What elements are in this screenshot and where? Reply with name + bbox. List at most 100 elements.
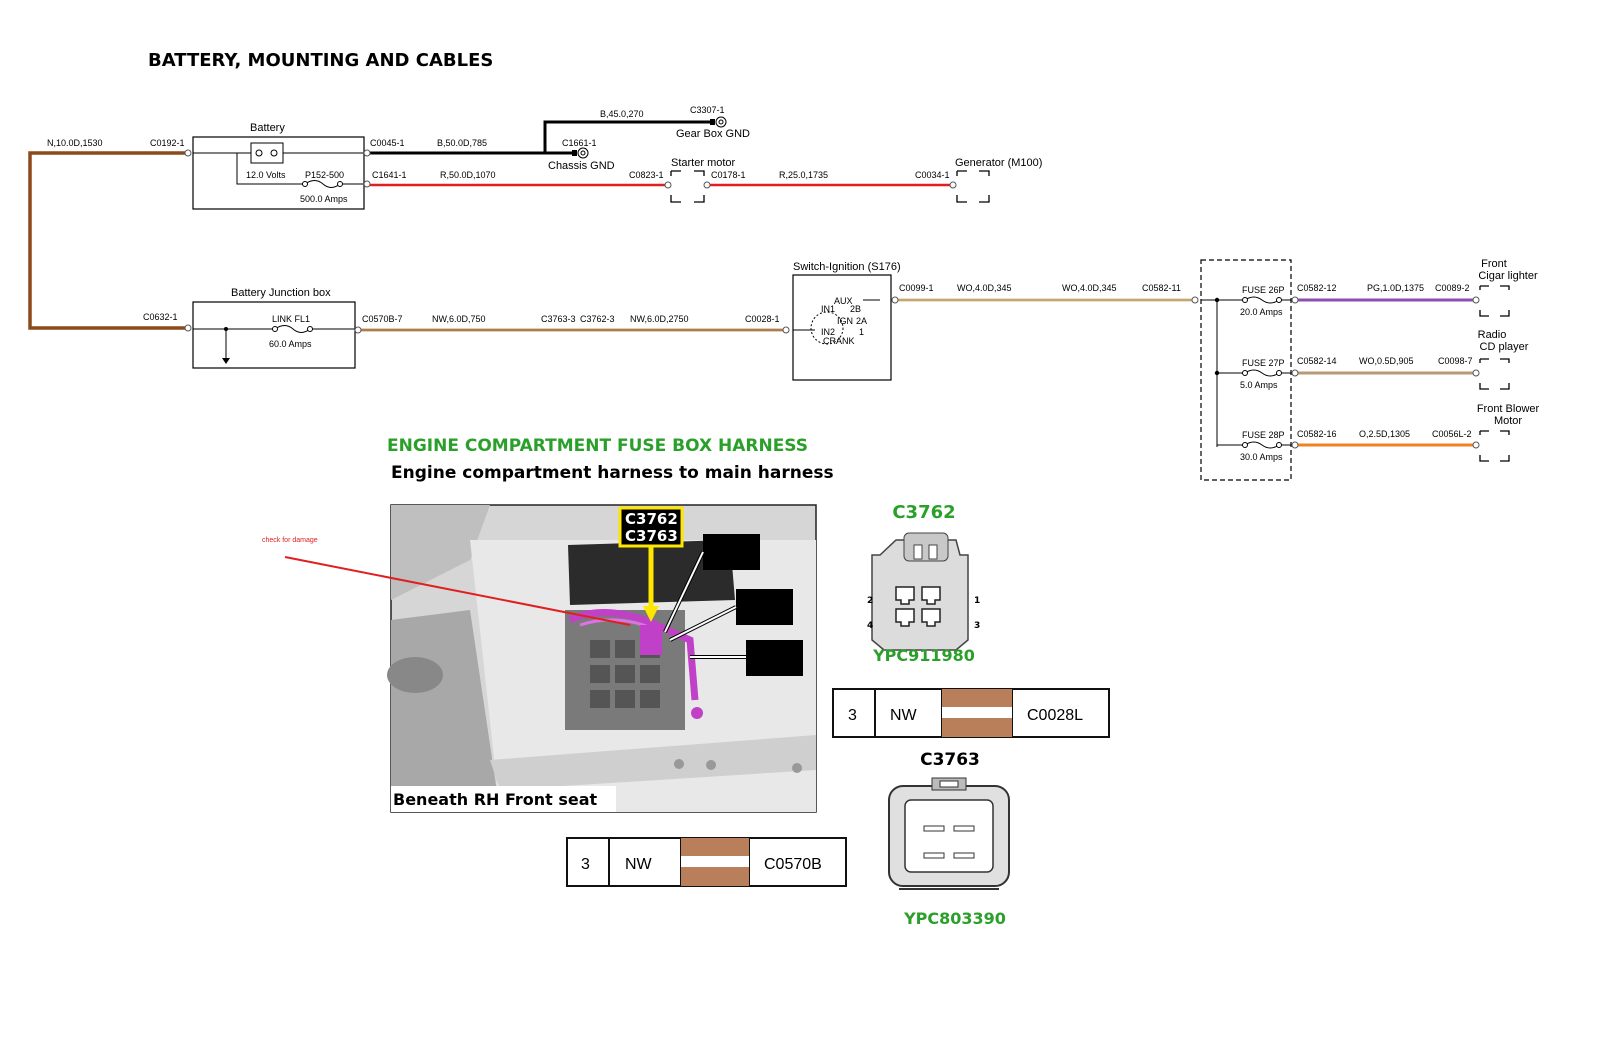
- starter-symbol: [670, 170, 705, 203]
- c3762-table-code: NW: [890, 707, 918, 724]
- main-brown-wire: [28, 151, 185, 330]
- junction-title: Battery Junction box: [231, 287, 331, 299]
- battery-box: [192, 136, 365, 210]
- conn-c3762-3: C3762-3: [580, 314, 615, 324]
- battery-title: Battery: [250, 122, 285, 134]
- conn-pin: [1472, 296, 1480, 304]
- damage-annotation: check for damage: [262, 537, 318, 544]
- battery-terminal: [255, 149, 263, 157]
- redaction-box: [703, 534, 760, 570]
- harness-title: ENGINE COMPARTMENT FUSE BOX HARNESS: [387, 436, 808, 456]
- fuse-pin: [1276, 442, 1282, 448]
- photo-seat-frame: [391, 505, 490, 600]
- fuse-pin: [1242, 442, 1248, 448]
- link-amps: 60.0 Amps: [269, 339, 312, 349]
- fuse-amps: 30.0 Amps: [1240, 452, 1283, 462]
- ground-icon-inner: [580, 150, 586, 156]
- photo-caption: Beneath RH Front seat: [393, 790, 598, 809]
- battery-fuse: P152-500: [305, 170, 344, 180]
- ground-icon-inner: [718, 119, 724, 125]
- cigar-lighter-symbol: [1479, 285, 1510, 317]
- c3763-table-dest: C0570B: [764, 856, 822, 873]
- conn-pin: [703, 181, 711, 189]
- cigar-label-2: Cigar lighter: [1478, 270, 1538, 282]
- link-fuse-symbol: [274, 325, 355, 333]
- battery-fuse-symbol: [304, 180, 364, 188]
- pointer-line-inner: [669, 606, 737, 641]
- fuse-amps: 5.0 Amps: [1240, 380, 1278, 390]
- c3763-latch-slot: [939, 780, 959, 788]
- conn-c0192: C0192-1: [150, 138, 185, 148]
- ground-lug: [572, 150, 577, 156]
- c3763-terminal: [953, 825, 975, 832]
- c3762-table-pin: 3: [848, 707, 857, 724]
- wire-label-main: N,10.0D,1530: [47, 138, 103, 148]
- photo-bolt: [792, 763, 802, 773]
- conn-pin: [1472, 369, 1480, 377]
- switch-circle-icon: [810, 311, 844, 345]
- redaction-box: [736, 589, 793, 625]
- connector-end-magenta: [691, 707, 703, 719]
- c3762-latch: [903, 532, 949, 562]
- gearbox-gnd: Gear Box GND: [676, 128, 750, 140]
- c3763-table-pin: 3: [581, 856, 590, 873]
- caption-box: [391, 786, 616, 812]
- harness-photo: [387, 504, 817, 813]
- fuse-symbol: [1217, 441, 1291, 449]
- c3763-table: [566, 837, 847, 887]
- fuse-symbol: [1217, 296, 1291, 304]
- link-label: LINK FL1: [272, 314, 310, 324]
- c3762-latch-slot: [913, 544, 923, 560]
- c3762-connector-drawing: [871, 532, 969, 651]
- callout-c3762: C3762: [625, 510, 678, 528]
- c3762-pin-1: 1: [974, 596, 980, 606]
- wire-label-b50: B,50.0D,785: [437, 138, 487, 148]
- blower-symbol: [1479, 430, 1510, 462]
- photo-bolt: [674, 759, 684, 769]
- radio-label-2: CD player: [1480, 341, 1529, 353]
- ground-lug: [710, 119, 715, 125]
- battery-volts: 12.0 Volts: [246, 170, 286, 180]
- conn-pin: [1291, 369, 1299, 377]
- c3763-terminal: [953, 852, 975, 859]
- wire-label-o25: O,2.5D,1305: [1359, 429, 1410, 439]
- c3762-title: C3762: [892, 502, 955, 523]
- conn-pin: [1191, 296, 1199, 304]
- conn-c0570b: C0570B-7: [362, 314, 403, 324]
- blower-label-1: Front Blower: [1477, 403, 1540, 415]
- conn-c0823: C0823-1: [629, 170, 664, 180]
- junction-box: [192, 301, 356, 369]
- conn-c0056l: C0056L-2: [1432, 429, 1472, 439]
- pointer-line-inner: [664, 551, 704, 633]
- fuse-name: FUSE 26P: [1242, 285, 1285, 295]
- fuse-pin: [1276, 370, 1282, 376]
- conn-c0178: C0178-1: [711, 170, 746, 180]
- diagram-title: BATTERY, MOUNTING AND CABLES: [148, 50, 493, 71]
- c3763-part: YPC803390: [903, 909, 1006, 928]
- arrow-down-icon: [643, 606, 659, 622]
- c3763-table-code: NW: [625, 856, 653, 873]
- c3762-pin-2: 2: [867, 596, 873, 606]
- c3762-pin-3: 3: [974, 621, 980, 631]
- switch-2a: 2A: [856, 316, 867, 326]
- c3763-connector-drawing: [888, 777, 1010, 890]
- wire-label-wo-b: WO,4.0D,345: [1062, 283, 1117, 293]
- conn-c0034: C0034-1: [915, 170, 950, 180]
- switch-aux: AUX: [834, 296, 853, 306]
- conn-c1641: C1641-1: [372, 170, 407, 180]
- switch-1: 1: [859, 327, 864, 337]
- fuse-name: FUSE 28P: [1242, 430, 1285, 440]
- conn-pin: [1291, 296, 1299, 304]
- redaction-box: [746, 640, 803, 676]
- wire-label-nw750: NW,6.0D,750: [432, 314, 486, 324]
- conn-c0098: C0098-7: [1438, 356, 1473, 366]
- conn-c0045: C0045-1: [370, 138, 405, 148]
- harness-wire-magenta: [568, 609, 699, 701]
- conn-pin: [184, 149, 192, 157]
- cigar-label-1: Front: [1481, 258, 1507, 270]
- radio-label-1: Radio: [1478, 329, 1507, 341]
- c3762-cavities: [895, 586, 941, 627]
- battery-terminal: [270, 149, 278, 157]
- wire-label-wo05: WO,0.5D,905: [1359, 356, 1414, 366]
